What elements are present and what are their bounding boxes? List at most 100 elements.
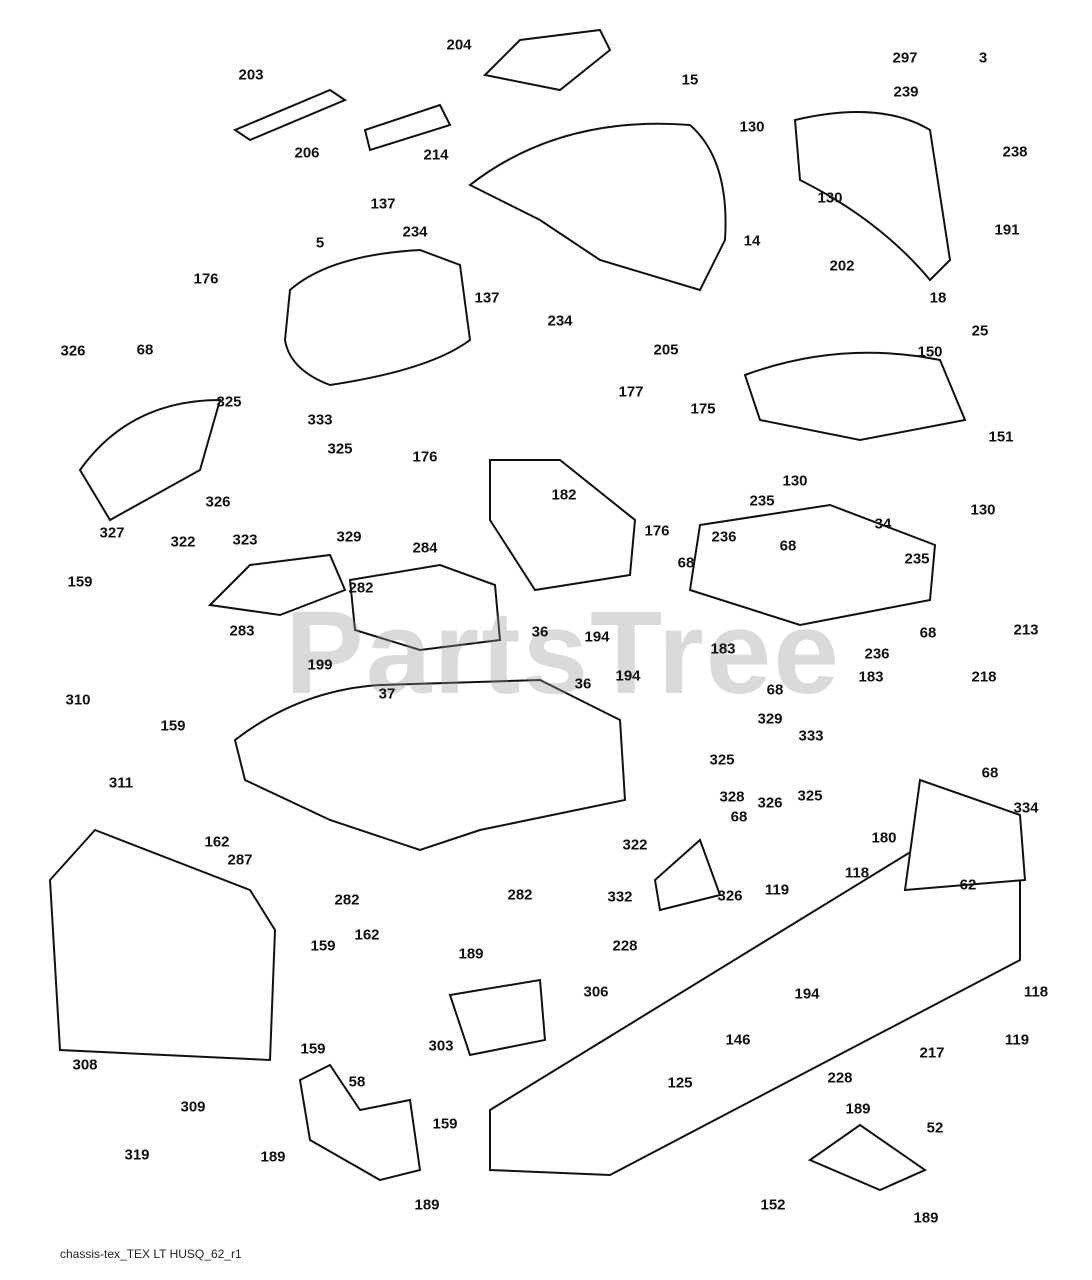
part-callout: 150 (917, 343, 943, 361)
part-callout: 322 (170, 533, 196, 551)
part-callout: 326 (205, 493, 231, 511)
part-callout: 137 (370, 195, 396, 213)
part-callout: 68 (730, 808, 748, 826)
side-vent-part (232, 88, 348, 142)
part-callout: 183 (858, 668, 884, 686)
part-callout: 327 (99, 524, 125, 542)
part-callout: 159 (300, 1040, 326, 1058)
part-callout: 162 (204, 833, 230, 851)
part-callout: 234 (547, 312, 573, 330)
part-callout: 15 (681, 71, 699, 89)
part-callout: 130 (782, 472, 808, 490)
part-callout: 189 (845, 1100, 871, 1118)
rear-cover-part (207, 553, 347, 617)
part-callout: 176 (193, 270, 219, 288)
part-callout: 177 (618, 383, 644, 401)
part-callout: 325 (797, 787, 823, 805)
part-callout: 323 (232, 531, 258, 549)
part-callout: 52 (926, 1119, 944, 1137)
part-callout: 287 (227, 851, 253, 869)
watermark: PartsTree (285, 587, 841, 719)
tank-base-part (743, 351, 967, 442)
part-callout: 118 (1023, 983, 1049, 1001)
part-callout: 239 (893, 83, 919, 101)
part-callout: 309 (180, 1098, 206, 1116)
part-callout: 329 (757, 710, 783, 728)
part-callout: 68 (766, 681, 784, 699)
part-callout: 325 (216, 393, 242, 411)
front-shield-part (653, 838, 722, 912)
front-grille-part (48, 828, 277, 1062)
part-callout: 306 (583, 983, 609, 1001)
part-callout: 18 (929, 289, 947, 307)
part-callout: 162 (354, 926, 380, 944)
part-callout: 68 (919, 624, 937, 642)
part-callout: 189 (260, 1148, 286, 1166)
part-callout: 68 (981, 764, 999, 782)
part-callout: 194 (615, 667, 641, 685)
part-callout: 118 (844, 864, 870, 882)
part-callout: 146 (725, 1031, 751, 1049)
part-callout: 25 (971, 322, 989, 340)
part-callout: 326 (60, 342, 86, 360)
part-callout: 205 (653, 341, 679, 359)
part-callout: 228 (612, 937, 638, 955)
hood-part (468, 122, 727, 292)
part-callout: 333 (798, 727, 824, 745)
part-callout: 328 (719, 788, 745, 806)
part-callout: 159 (67, 573, 93, 591)
part-callout: 234 (402, 223, 428, 241)
part-callout: 152 (760, 1196, 786, 1214)
part-callout: 175 (690, 400, 716, 418)
part-callout: 202 (829, 257, 855, 275)
part-callout: 180 (871, 829, 897, 847)
axle-bracket-part (298, 1063, 422, 1182)
part-callout: 194 (584, 628, 610, 646)
part-callout: 319 (124, 1146, 150, 1164)
part-callout: 333 (307, 411, 333, 429)
part-callout: 3 (978, 49, 988, 67)
part-callout: 189 (414, 1196, 440, 1214)
part-callout: 34 (874, 515, 892, 533)
part-callout: 14 (743, 232, 761, 250)
part-callout: 203 (238, 66, 264, 84)
part-callout: 182 (551, 486, 577, 504)
part-callout: 125 (667, 1074, 693, 1092)
part-callout: 176 (644, 522, 670, 540)
part-callout: 5 (315, 234, 325, 252)
part-callout: 283 (229, 622, 255, 640)
part-callout: 235 (749, 492, 775, 510)
part-callout: 217 (919, 1044, 945, 1062)
part-callout: 199 (307, 656, 333, 674)
part-callout: 130 (817, 189, 843, 207)
diagram-code: chassis-tex_TEX LT HUSQ_62_r1 (60, 1247, 242, 1261)
steering-plate-part (688, 503, 937, 627)
part-callout: 68 (779, 537, 797, 555)
part-callout: 329 (336, 528, 362, 546)
part-callout: 58 (348, 1073, 366, 1091)
part-callout: 137 (474, 289, 500, 307)
part-callout: 204 (446, 36, 472, 54)
part-callout: 236 (864, 645, 890, 663)
part-callout: 311 (108, 774, 134, 792)
part-callout: 214 (423, 146, 449, 164)
rear-panel-part (448, 978, 547, 1057)
seat-pan-part (348, 563, 502, 652)
dashboard-part (283, 248, 472, 387)
part-callout: 68 (136, 341, 154, 359)
left-shroud-part (78, 398, 222, 522)
part-callout: 326 (717, 887, 743, 905)
fender-part (233, 678, 627, 852)
part-callout: 236 (711, 528, 737, 546)
part-callout: 310 (65, 691, 91, 709)
part-callout: 183 (710, 640, 736, 658)
part-callout: 308 (72, 1056, 98, 1074)
part-callout: 159 (160, 717, 186, 735)
part-callout: 191 (994, 221, 1020, 239)
part-callout: 325 (709, 751, 735, 769)
part-callout: 284 (412, 539, 438, 557)
part-callout: 119 (764, 881, 790, 899)
front-panel-part (489, 459, 637, 592)
part-callout: 297 (892, 49, 918, 67)
